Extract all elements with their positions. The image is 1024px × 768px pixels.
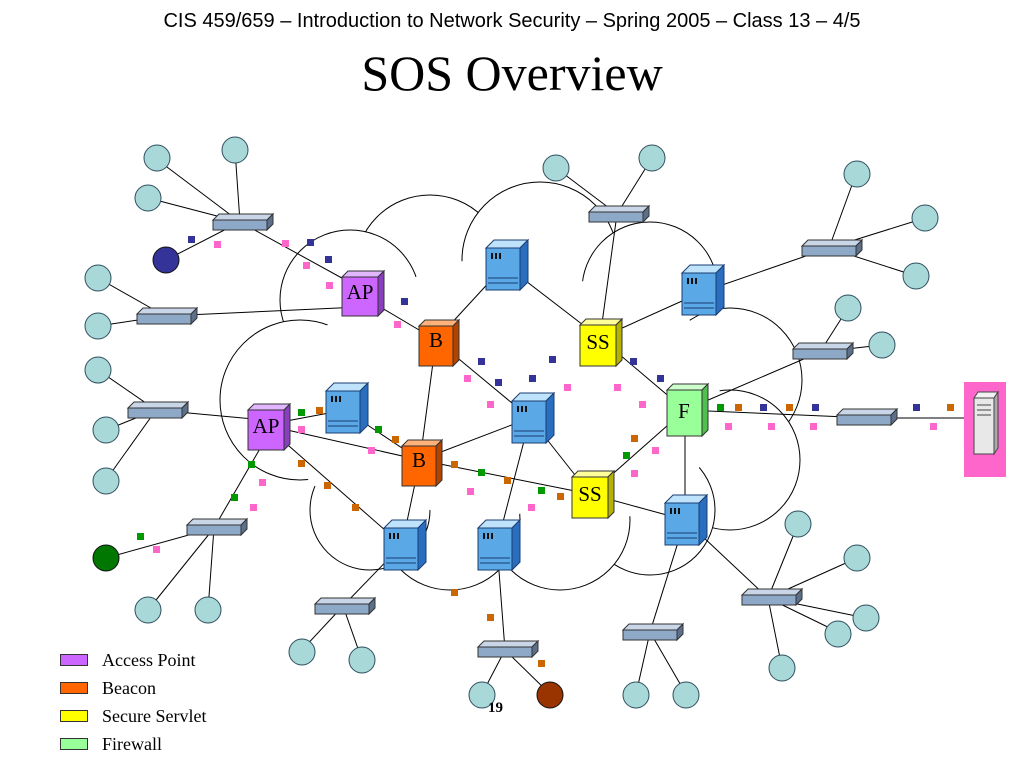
host [348, 646, 376, 674]
firewall-node: F [665, 382, 710, 438]
router [325, 382, 369, 434]
host [288, 638, 316, 666]
legend-label: Secure Servlet [102, 705, 207, 726]
host [638, 144, 666, 172]
host-nodes [84, 136, 939, 709]
host [468, 681, 496, 709]
beacon-label: B [412, 448, 426, 472]
host [672, 681, 700, 709]
access-point-lower: AP [246, 402, 292, 452]
host [134, 596, 162, 624]
packets-pink [153, 240, 937, 553]
switch [127, 401, 189, 419]
host [134, 184, 162, 212]
host [911, 204, 939, 232]
beacon-lower: B [400, 438, 444, 488]
access-point-upper: AP [340, 269, 386, 318]
host [868, 331, 896, 359]
source-node-brown [536, 681, 564, 709]
legend-label: Beacon [102, 677, 156, 698]
switch [588, 205, 650, 223]
secure-servlet-lower: SS [570, 469, 616, 520]
legend-item-secure-servlet: Secure Servlet [60, 702, 206, 730]
source-node-green [92, 544, 120, 572]
router [383, 519, 427, 571]
packets-orange [298, 404, 954, 667]
switch [792, 342, 854, 360]
host [92, 467, 120, 495]
host [768, 654, 796, 682]
switch [741, 588, 803, 606]
host [824, 620, 852, 648]
host [542, 154, 570, 182]
host [194, 596, 222, 624]
host [143, 144, 171, 172]
legend-swatch [60, 738, 88, 750]
beacon-label: B [429, 328, 443, 352]
access-point-label: AP [347, 280, 374, 304]
host [784, 510, 812, 538]
legend-label: Access Point [102, 649, 196, 670]
host [834, 294, 862, 322]
legend: Access Point Beacon Secure Servlet Firew… [60, 646, 206, 758]
secure-servlet-label: SS [586, 330, 609, 354]
switch [477, 640, 539, 658]
target-server [964, 382, 1006, 477]
packets-navy [188, 236, 920, 411]
host [84, 312, 112, 340]
legend-swatch [60, 654, 88, 666]
legend-item-beacon: Beacon [60, 674, 206, 702]
slide-header: CIS 459/659 – Introduction to Network Se… [163, 10, 861, 32]
router [485, 239, 529, 291]
host [84, 356, 112, 384]
router [681, 264, 725, 316]
access-point-label: AP [253, 414, 280, 438]
host [622, 681, 650, 709]
host [843, 160, 871, 188]
slide-title: SOS Overview [361, 45, 663, 101]
host [84, 264, 112, 292]
host [221, 136, 249, 164]
switch [136, 307, 198, 325]
switch [314, 597, 376, 615]
router [664, 494, 708, 546]
switch [212, 213, 274, 231]
beacon-upper: B [417, 318, 461, 368]
switch [186, 518, 248, 536]
secure-servlet-label: SS [578, 482, 601, 506]
legend-swatch [60, 682, 88, 694]
legend-item-firewall: Firewall [60, 730, 206, 758]
firewall-label: F [678, 399, 690, 423]
page-number: 19 [488, 700, 503, 716]
switch [801, 239, 863, 257]
source-node-navy [152, 246, 180, 274]
switch [836, 408, 898, 426]
router [477, 519, 521, 571]
host [92, 416, 120, 444]
packets-green [137, 404, 724, 540]
router [511, 392, 555, 444]
legend-label: Firewall [102, 733, 162, 754]
secure-servlet-upper: SS [578, 317, 624, 368]
host [843, 544, 871, 572]
host [852, 604, 880, 632]
legend-swatch [60, 710, 88, 722]
switch [622, 623, 684, 641]
legend-item-access-point: Access Point [60, 646, 206, 674]
host [902, 262, 930, 290]
